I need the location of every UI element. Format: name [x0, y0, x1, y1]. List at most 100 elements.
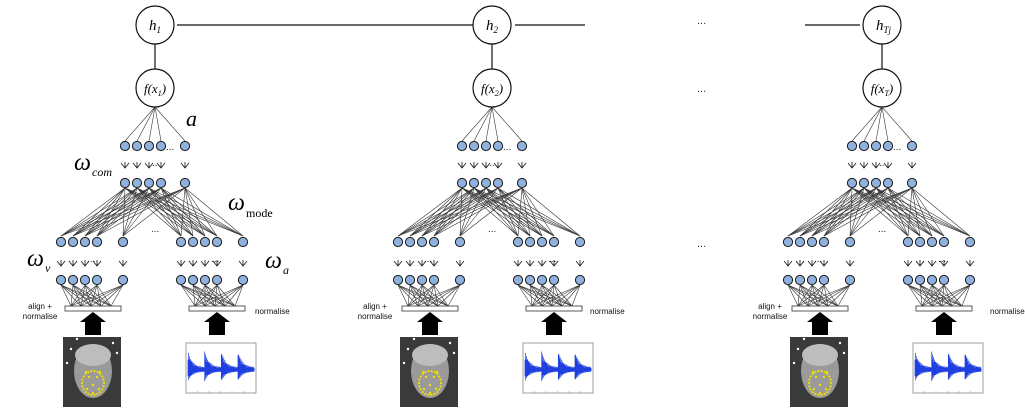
preproc-link — [427, 284, 461, 307]
preproc-box — [915, 305, 973, 312]
label-omega-mode-sub: mode — [246, 206, 273, 220]
mode-node — [187, 236, 199, 248]
arrow — [907, 162, 917, 169]
landmark-dot — [421, 372, 424, 375]
mode-link — [184, 187, 218, 237]
landmark-dot — [97, 387, 101, 391]
landmark-dot — [818, 391, 822, 395]
mode-node — [79, 236, 91, 248]
preproc-link — [907, 284, 923, 307]
landmark-dot — [87, 392, 90, 395]
f-fan-line — [491, 106, 499, 142]
arrow — [525, 260, 535, 267]
preproc-link — [817, 284, 825, 307]
preproc-link — [907, 284, 943, 307]
preproc-link — [787, 284, 809, 307]
a-ellipsis: ... — [503, 142, 511, 153]
landmark-dot — [95, 375, 99, 379]
mode-link — [823, 187, 913, 237]
landmark-dot — [808, 385, 811, 388]
arrow — [493, 162, 503, 169]
label-omega-com: ω — [74, 150, 91, 176]
arrow — [871, 162, 881, 169]
com-node — [468, 177, 480, 189]
preproc-link — [827, 284, 851, 307]
mode-node — [548, 236, 560, 248]
mode-link — [911, 187, 971, 237]
mode-link — [521, 187, 581, 237]
preproc-link — [70, 284, 98, 307]
preproc-link — [407, 284, 435, 307]
arrow — [417, 260, 427, 267]
label-omega-a: ω — [265, 248, 282, 274]
landmark-dot — [433, 392, 436, 395]
a-node — [870, 140, 882, 152]
head-cap — [75, 344, 111, 366]
arrow — [795, 260, 805, 267]
vision-ellipsis: ... — [424, 254, 432, 265]
input-node — [175, 274, 187, 286]
landmark-dot — [439, 385, 442, 388]
preproc-link — [110, 284, 124, 307]
landmark-dot — [82, 388, 85, 391]
a-node — [155, 140, 167, 152]
normalise-right-label: normalise — [255, 307, 290, 316]
landmark-dot — [101, 388, 104, 391]
waveform-signal — [914, 351, 982, 382]
landmark-dot — [99, 372, 102, 375]
landmark-dot — [814, 371, 817, 374]
a-node — [480, 140, 492, 152]
arrow — [457, 162, 467, 169]
mode-node — [902, 236, 914, 248]
mode-link — [409, 187, 523, 237]
mode-node — [175, 236, 187, 248]
vision-ellipsis: ... — [87, 254, 95, 265]
landmark-dot — [817, 393, 820, 396]
mode-link — [497, 187, 519, 237]
f-fan-line — [461, 106, 493, 142]
preproc-link — [517, 284, 563, 307]
mode-link — [811, 187, 913, 237]
preproc-box — [64, 305, 122, 312]
landmark-dot — [427, 393, 430, 396]
mode-link — [459, 187, 499, 237]
mode-link — [907, 187, 913, 237]
landmark-dot — [90, 393, 93, 396]
mode-link — [60, 187, 138, 237]
f-node-label: f(x2) — [481, 81, 503, 98]
a-node — [143, 140, 155, 152]
a-node — [131, 140, 143, 152]
preproc-link — [811, 284, 819, 307]
audio-ellipsis: ... — [938, 254, 946, 265]
arrow — [56, 260, 66, 267]
landmark-dot — [93, 370, 96, 373]
waveform-signal — [187, 351, 255, 382]
preproc-link — [216, 284, 226, 307]
preproc-link — [837, 284, 851, 307]
marker-dot — [838, 341, 842, 345]
arrow — [819, 260, 829, 267]
preproc-link — [541, 284, 581, 307]
landmark-dot — [84, 372, 87, 375]
mode-node — [926, 236, 938, 248]
landmark-dot — [99, 391, 102, 394]
input-node — [926, 274, 938, 286]
a-node — [846, 140, 858, 152]
big-arrow — [931, 312, 957, 335]
landmark-dot — [421, 370, 425, 374]
mode-node — [512, 236, 524, 248]
preproc-link — [397, 284, 419, 307]
audio-ellipsis: ... — [211, 254, 219, 265]
arrow — [200, 260, 210, 267]
landmark-dot — [823, 392, 826, 395]
mode-link — [787, 187, 913, 237]
f-fan-line — [473, 106, 493, 142]
preproc-link — [70, 284, 124, 307]
f-fan-line — [154, 106, 162, 142]
mode-link — [851, 187, 971, 237]
a-node — [492, 140, 504, 152]
landmark-dot — [96, 392, 99, 395]
arrow — [575, 260, 585, 267]
preproc-link — [204, 284, 218, 307]
column-1: h1f(x1)...............align +normaliseno… — [23, 5, 290, 407]
